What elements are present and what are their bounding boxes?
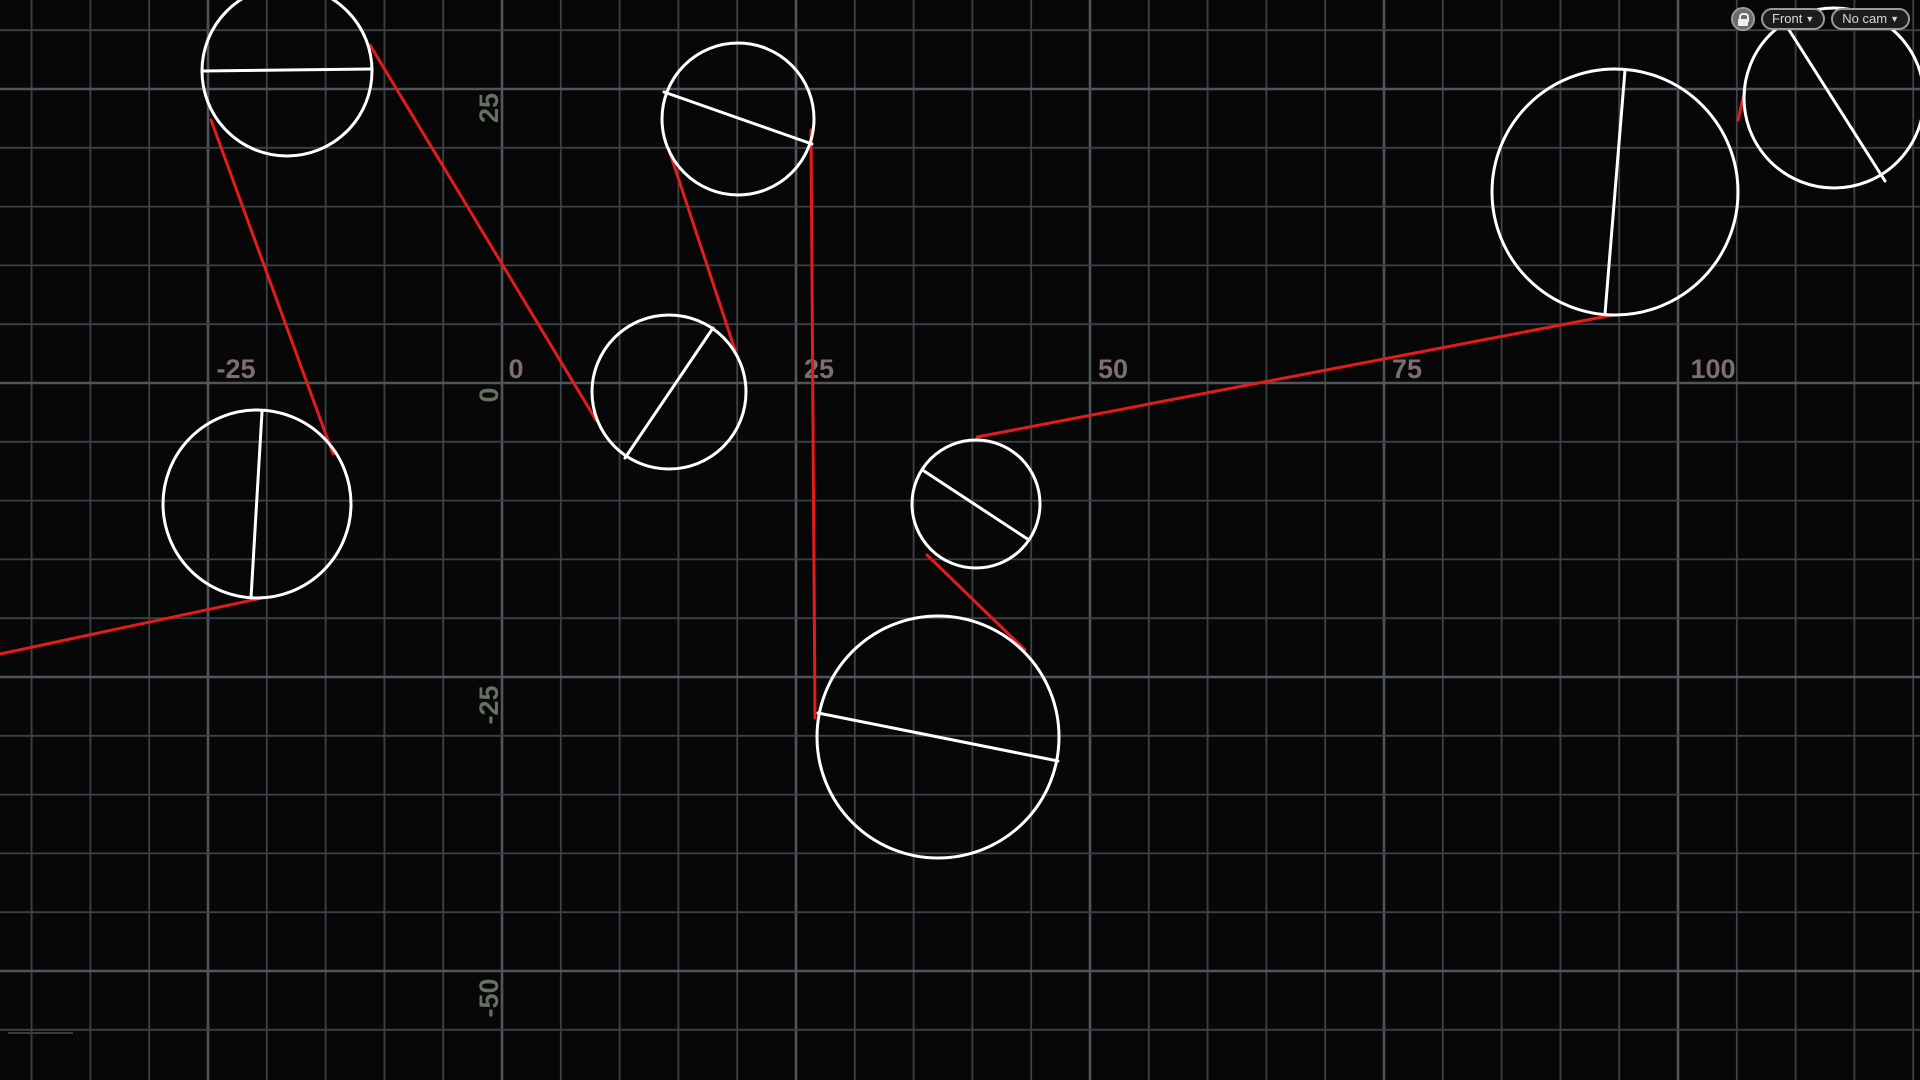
x-tick-label: 25 (804, 354, 834, 384)
axis-labels: -25 0 25 50 75 100 25 0 -25 -50 (216, 93, 1735, 1018)
pulleys (161, 0, 1920, 860)
belt-segment (209, 118, 335, 456)
x-tick-label: 75 (1392, 354, 1422, 384)
pulley-spoke (922, 469, 1031, 542)
pulley-spoke (816, 711, 1060, 763)
pulley-circle[interactable] (1742, 6, 1920, 190)
pulley-circle[interactable] (161, 408, 353, 600)
y-tick-label: -50 (474, 978, 504, 1017)
pulley-circle[interactable] (590, 313, 748, 471)
lock-button[interactable] (1731, 7, 1756, 31)
belt-segment (368, 43, 598, 422)
camera-dropdown[interactable]: No cam ▼ (1831, 8, 1910, 30)
x-tick-label: -25 (216, 354, 255, 384)
camera-dropdown-label: No cam (1842, 11, 1888, 26)
y-tick-label: 0 (474, 387, 504, 402)
caret-down-icon: ▼ (1890, 14, 1899, 24)
belt-segment (975, 313, 1615, 439)
pulley-spoke (662, 90, 814, 146)
belt-segment (0, 596, 264, 656)
lock-icon (1738, 12, 1750, 26)
view-dropdown[interactable]: Front ▼ (1761, 8, 1826, 30)
pulley-spoke (1603, 68, 1627, 316)
x-tick-label: 0 (508, 354, 523, 384)
corner-mark (8, 1032, 73, 1034)
pulley-circle[interactable] (200, 0, 374, 158)
x-tick-label: 50 (1098, 354, 1128, 384)
pulley-circle[interactable] (660, 41, 816, 197)
pulley-spoke (1782, 20, 1887, 183)
belt-segment (925, 553, 1027, 652)
pulley-spoke (249, 410, 264, 600)
view-dropdown-label: Front (1772, 11, 1803, 26)
pulley-spoke (623, 326, 715, 460)
y-tick-label: 25 (474, 93, 504, 123)
belt-connectors (0, 43, 1747, 720)
belt-segment (809, 128, 817, 720)
belt-segment (667, 148, 737, 352)
pulley-circle[interactable] (910, 438, 1042, 570)
pulley-circle[interactable] (1490, 67, 1740, 317)
caret-down-icon: ▼ (1805, 14, 1815, 24)
pulley-circle[interactable] (815, 614, 1061, 860)
x-tick-label: 100 (1690, 354, 1735, 384)
y-tick-label: -25 (474, 685, 504, 724)
pulley-spoke (201, 67, 374, 73)
view-toolbar: Front ▼ No cam ▼ (1731, 7, 1910, 31)
